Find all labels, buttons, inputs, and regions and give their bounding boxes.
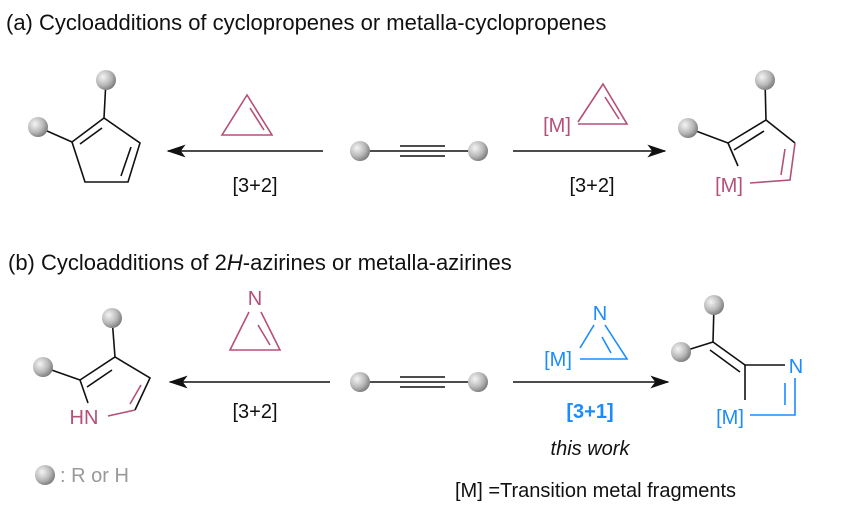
substituent-sphere <box>102 308 122 328</box>
alkyne-a <box>350 141 488 161</box>
legend-metal-definition: [M] =Transition metal fragments <box>455 480 736 502</box>
metal-label: [M] <box>715 175 743 197</box>
n-label: N <box>789 356 803 378</box>
substituent-sphere <box>704 295 724 315</box>
substituent-sphere <box>671 342 691 362</box>
substituent-sphere <box>678 118 698 138</box>
azametallacyclobutene-product: N [M] <box>671 295 803 429</box>
substituent-sphere <box>468 141 488 161</box>
arrow-label-highlight: [3+1] <box>566 401 613 423</box>
substituent-sphere <box>350 372 370 392</box>
metalla-azirine: N [M] <box>544 303 629 371</box>
legend-sphere-icon <box>35 465 55 485</box>
substituent-sphere <box>33 357 53 377</box>
section-a-title: (a) Cycloadditions of cyclopropenes or m… <box>6 10 606 35</box>
metal-label: [M] <box>716 407 744 429</box>
this-work-label: this work <box>551 438 631 460</box>
substituent-sphere <box>96 70 116 90</box>
substituent-sphere <box>755 70 775 90</box>
substituent-sphere <box>468 372 488 392</box>
arrow-label: [3+2] <box>232 175 277 197</box>
metal-label: [M] <box>544 349 572 371</box>
pyrrole-product: HN <box>33 308 152 429</box>
n-label: N <box>248 288 262 310</box>
nh-label: HN <box>70 407 99 429</box>
section-b-title: (b) Cycloadditions of 2H-azirines or met… <box>8 250 512 275</box>
arrow-label: [3+2] <box>232 401 277 423</box>
substituent-sphere <box>350 141 370 161</box>
2h-azirine: N <box>228 288 282 351</box>
substituent-sphere <box>28 117 48 137</box>
metallacyclopentadiene-product: [M] <box>678 70 796 197</box>
alkyne-b <box>350 372 488 392</box>
metalla-cyclopropene: [M] <box>543 82 629 137</box>
metal-label: [M] <box>543 115 571 137</box>
arrow-label: [3+2] <box>569 175 614 197</box>
legend-sphere-label: : R or H <box>60 465 129 487</box>
n-label: N <box>593 303 607 325</box>
cyclopentene-product <box>28 70 141 183</box>
cyclopropene <box>220 93 274 136</box>
